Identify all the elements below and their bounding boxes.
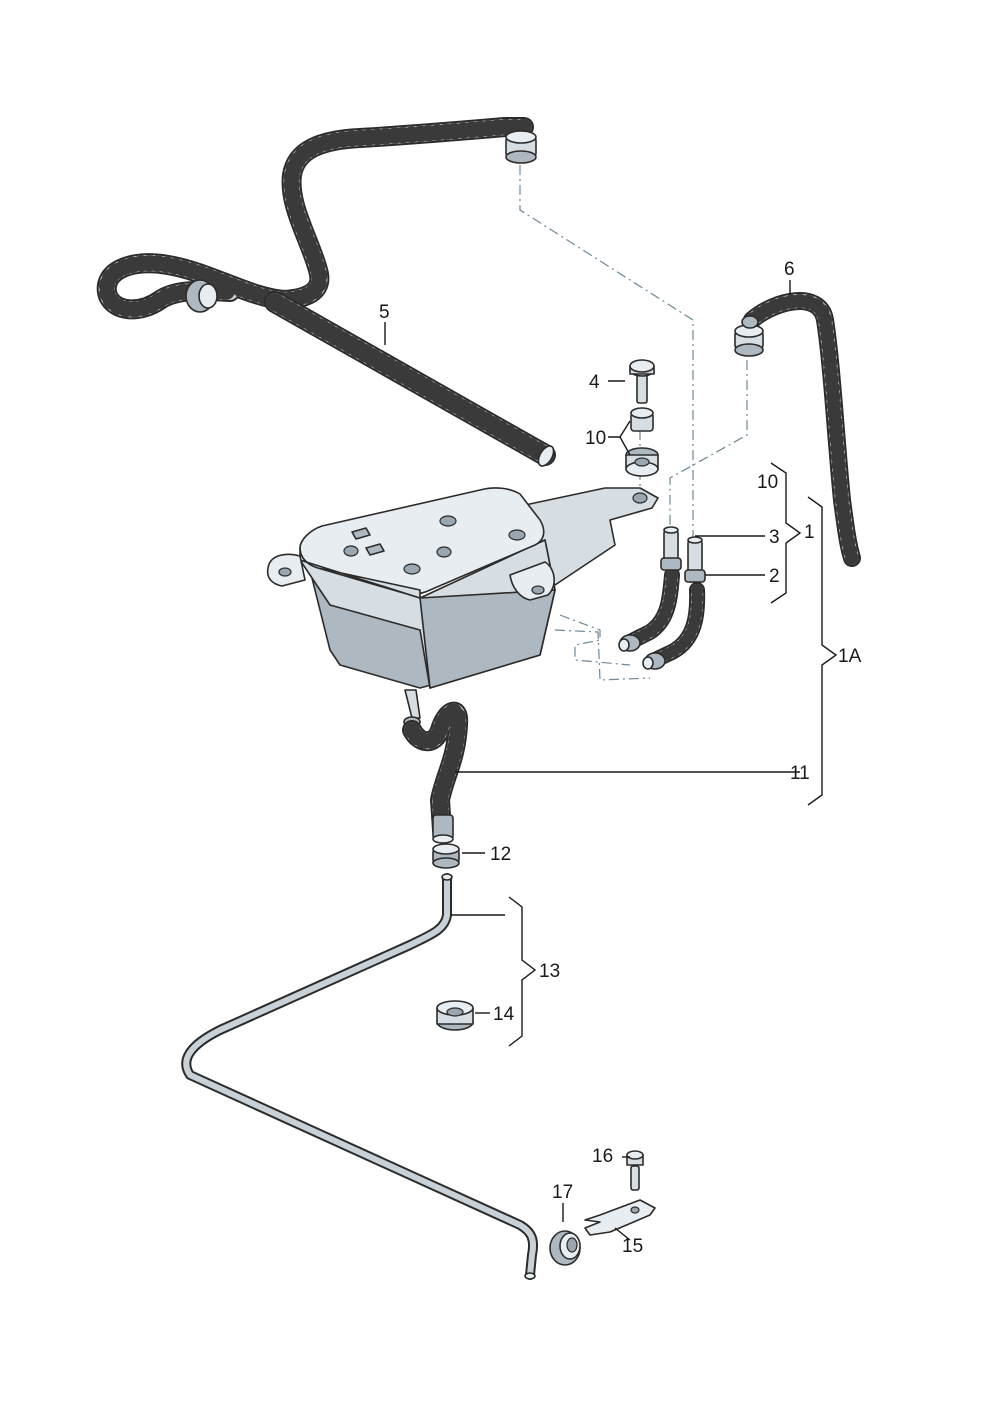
callout-6: 6 bbox=[784, 259, 795, 280]
callout-2: 2 bbox=[769, 566, 780, 587]
callout-15: 15 bbox=[622, 1236, 643, 1257]
part-10-bushings bbox=[625, 407, 659, 477]
part-6-hose bbox=[734, 292, 861, 567]
callout-14: 14 bbox=[493, 1004, 515, 1025]
part-4-screw bbox=[629, 359, 655, 404]
callout-13: 13 bbox=[539, 961, 560, 982]
callout-11: 11 bbox=[790, 763, 810, 784]
part-17-grommet bbox=[549, 1230, 581, 1266]
callout-12: 12 bbox=[490, 844, 511, 865]
callout-1: 1 bbox=[804, 522, 815, 543]
callout-4: 4 bbox=[589, 372, 600, 393]
part-13-pipe bbox=[181, 873, 539, 1280]
part-16-screw bbox=[626, 1150, 644, 1191]
part-12-clamp bbox=[432, 843, 460, 869]
callout-3: 3 bbox=[769, 527, 780, 548]
part-5-hose bbox=[96, 117, 556, 467]
leader-lines bbox=[384, 280, 800, 1241]
reservoir-housing bbox=[266, 487, 659, 728]
callout-5: 5 bbox=[379, 302, 390, 323]
part-14-grommet bbox=[436, 1000, 474, 1031]
part-11-hose bbox=[402, 701, 469, 844]
brackets bbox=[508, 462, 838, 1047]
callout-1A: 1A bbox=[838, 646, 862, 667]
callouts: 5 6 4 10 10 3 2 1 1A 11 12 13 14 16 17 1… bbox=[379, 259, 862, 1257]
callout-17: 17 bbox=[552, 1182, 573, 1203]
part-2-3-pipes bbox=[618, 526, 706, 670]
callout-10-right: 10 bbox=[757, 472, 778, 493]
callout-10-left: 10 bbox=[585, 428, 606, 449]
callout-16: 16 bbox=[592, 1146, 613, 1167]
part-15-clip bbox=[584, 1199, 656, 1236]
